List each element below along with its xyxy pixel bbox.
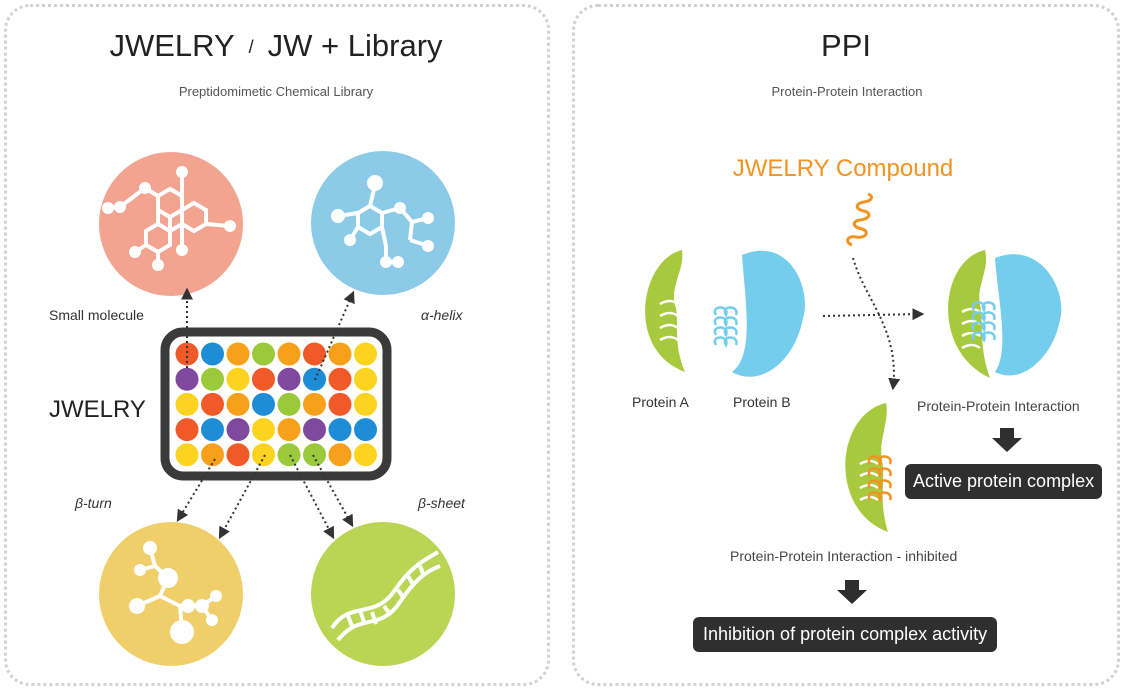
plate-well: [201, 367, 224, 391]
plate-well: [277, 443, 301, 467]
inhibited-label: Protein-Protein Interaction - inhibited: [730, 548, 958, 564]
beta-turn-icon: [129, 541, 222, 644]
interaction-arrows: [822, 257, 925, 391]
plate-well: [175, 392, 199, 416]
plate-well: [175, 443, 199, 467]
arrow-to-beta-sheet-2: [312, 454, 354, 528]
plate-well: [328, 443, 352, 467]
plate-well: [175, 342, 199, 366]
plate-well: [201, 418, 224, 442]
library-plate: [160, 327, 392, 481]
alpha-helix-icon: [331, 175, 434, 268]
plate-well: [328, 342, 352, 366]
library-label: JWELRY: [49, 396, 146, 423]
plate-well: [277, 342, 301, 366]
plate-well: [328, 392, 352, 416]
plate-well: [277, 392, 301, 416]
plate-well: [226, 342, 250, 366]
arrow-to-beta-turn-2: [218, 454, 266, 540]
protein-a-label: Protein A: [632, 394, 689, 410]
dna-icon: [330, 550, 441, 642]
plate-well: [252, 418, 275, 442]
ppi-subtitle: Protein-Protein Interaction: [771, 84, 923, 99]
arrow-to-beta-sheet-1: [289, 454, 335, 540]
plate-well: [201, 392, 224, 416]
interaction-label: Protein-Protein Interaction: [917, 398, 1080, 414]
compound-icon: [846, 192, 873, 247]
beta-sheet-circle: [311, 522, 455, 666]
plate-well: [252, 392, 275, 416]
plate-well: [252, 367, 275, 391]
compound-label: JWELRY Compound: [732, 155, 954, 182]
plate-well: [226, 418, 250, 442]
label-beta-sheet: β-sheet: [418, 495, 465, 511]
plate-well: [175, 418, 199, 442]
down-arrow-complex: [992, 428, 1022, 452]
small-molecule-icon: [102, 166, 236, 271]
protein-b: [713, 250, 805, 377]
label-beta-turn: β-turn: [75, 495, 112, 511]
ppi-title: PPI: [821, 28, 871, 63]
plate-well: [226, 367, 250, 391]
small-molecule-circle: [99, 152, 243, 296]
active-complex-box: Active protein complex: [905, 464, 1103, 499]
plate-well: [201, 443, 224, 467]
label-alpha-helix: α-helix: [421, 307, 463, 323]
beta-turn-circle: [99, 522, 243, 666]
plate-well: [354, 342, 377, 366]
label-small-molecule: Small molecule: [49, 307, 144, 323]
plate-well: [354, 443, 377, 467]
plate-well: [277, 418, 301, 442]
plate-well: [226, 443, 250, 467]
down-arrow-inhibition: [837, 580, 867, 604]
plate-well: [252, 342, 275, 366]
arrow-to-beta-turn-1: [176, 458, 216, 523]
protein-complex: [948, 250, 1062, 378]
arrow-to-inhibited: [852, 257, 901, 391]
plate-well: [328, 367, 352, 391]
plate-well: [175, 367, 199, 391]
protein-a: [645, 250, 685, 372]
plate-well: [354, 418, 377, 442]
plate-well: [277, 367, 301, 391]
plate-well: [201, 342, 224, 366]
library-subtitle: Preptidomimetic Chemical Library: [178, 84, 374, 99]
arrow-to-complex: [822, 308, 925, 321]
plate-well: [303, 342, 326, 366]
plate-well: [303, 443, 326, 467]
protein-b-label: Protein B: [733, 394, 791, 410]
plate-well: [354, 367, 377, 391]
library-title: JWELRY/JW + Library: [109, 28, 443, 63]
plate-well: [354, 392, 377, 416]
plate-well: [252, 443, 275, 467]
plate-well: [303, 392, 326, 416]
plate-well: [328, 418, 352, 442]
library-arrows: [176, 287, 355, 540]
plate-well: [303, 418, 326, 442]
alpha-helix-circle: [311, 151, 455, 295]
protein-a-inhibited: [845, 403, 892, 532]
plate-well: [226, 392, 250, 416]
inhibition-box: Inhibition of protein complex activity: [693, 617, 998, 652]
arrow-to-alpha-helix: [314, 290, 355, 381]
